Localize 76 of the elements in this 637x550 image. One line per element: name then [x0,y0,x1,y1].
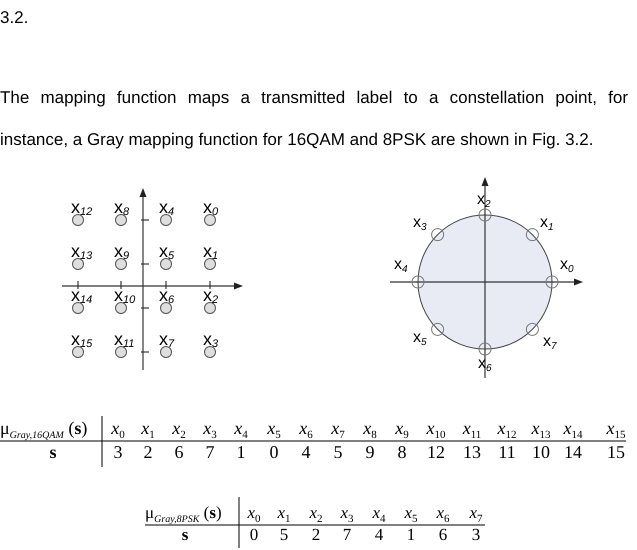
column-header: x$_{1}$ [141,416,155,440]
table-value: 11 [498,440,516,464]
table-value: 5 [334,440,342,464]
row-header: μ$_{Gray,8PSK}$ (s) [145,502,222,523]
table-value: 1 [406,524,416,545]
point-label: x$_{5}$ [413,328,427,348]
row-header: s [50,440,56,464]
column-header: x$_{4}$ [234,416,248,440]
point-label: x$_{7}$ [159,328,174,350]
point-label: x$_{0}$ [203,196,218,218]
column-header: x$_{10}$ [426,416,446,440]
column-header: x$_{6}$ [299,416,313,440]
point-label: x$_{7}$ [543,332,557,352]
column-header: x$_{3}$ [340,502,354,523]
column-header: x$_{15}$ [606,416,626,440]
table-value: 5 [280,524,288,545]
point-label: x$_{4}$ [394,254,408,274]
table-value: 2 [312,524,320,545]
table-value: 9 [366,440,374,464]
column-header: x$_{12}$ [498,416,516,440]
column-header: x$_{7}$ [331,416,345,440]
table-value: 4 [374,524,384,545]
table-value: 7 [206,440,214,464]
column-header: x$_{9}$ [395,416,409,440]
point-label: x$_{4}$ [159,196,174,218]
body-text: 3.2. [0,7,28,29]
point-label: x$_{3}$ [203,328,218,350]
table-value: 3 [472,524,480,545]
table-value: 3 [114,440,122,464]
table-value: 10 [532,440,550,464]
column-header: x$_{8}$ [363,416,377,440]
table-value: 0 [270,440,278,464]
column-header: x$_{14}$ [564,416,582,440]
point-label: x$_{11}$ [114,328,134,350]
table-value: 7 [342,524,352,545]
column-header: x$_{6}$ [436,502,450,523]
table-value: 12 [427,440,445,464]
table-value: 6 [174,440,184,464]
table-value: 14 [564,440,582,464]
paragraph: The mapping function maps a transmitted label to a constellation point, for instance, a Gray mapping function for 16QAM and 8PSK are shown in Fig. 3.2. [0,87,628,151]
point-label: x$_{15}$ [71,328,92,350]
column-header: x$_{1}$ [277,502,291,523]
table-value: 4 [302,440,310,464]
point-label: x$_{5}$ [159,240,174,262]
column-header: x$_{0}$ [247,502,261,523]
point-label: x$_{1}$ [203,240,218,262]
table-value: 15 [607,440,625,464]
row-header: μ$_{Gray,16QAM}$ (s) [0,416,88,440]
table-value: 6 [438,524,448,545]
column-header: x$_{13}$ [532,416,550,440]
point-label: x$_{10}$ [114,284,136,306]
column-header: x$_{5}$ [404,502,418,523]
table-value: 8 [398,440,406,464]
column-header: x$_{0}$ [111,416,125,440]
row-header: s [182,524,188,545]
point-label: x$_{6}$ [159,284,174,306]
column-header: x$_{4}$ [372,502,386,523]
point-label: x$_{1}$ [540,212,554,232]
column-header: x$_{5}$ [267,416,281,440]
point-label: x$_{3}$ [413,212,427,232]
column-header: x$_{11}$ [462,416,482,440]
table-value: 0 [250,524,258,545]
point-label: x$_{14}$ [71,284,92,306]
column-header: x$_{2}$ [172,416,186,440]
point-label: x$_{9}$ [114,240,130,262]
table-value: 2 [144,440,152,464]
column-header: x$_{7}$ [469,502,483,523]
point-label: x$_{0}$ [560,254,574,274]
point-label: x$_{8}$ [114,196,130,218]
point-label: x$_{2}$ [203,284,218,306]
column-header: x$_{3}$ [203,416,217,440]
point-label: x$_{12}$ [71,196,92,218]
table-value: 1 [236,440,246,464]
point-label: x$_{13}$ [71,240,92,262]
table-value: 13 [463,440,481,464]
column-header: x$_{2}$ [309,502,323,523]
